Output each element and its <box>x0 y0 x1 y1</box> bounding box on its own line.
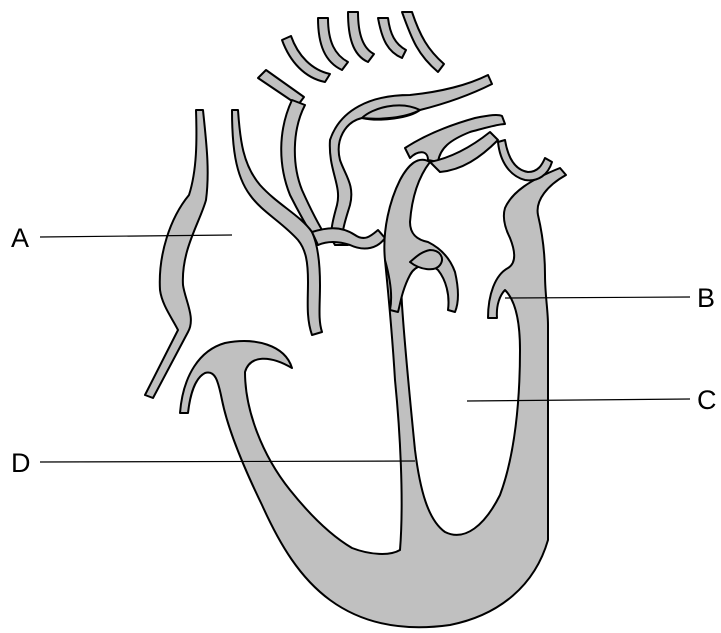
artery-branch-6 <box>402 12 444 72</box>
artery-branch-5 <box>378 18 406 58</box>
artery-branch-4 <box>348 12 374 62</box>
label-b: B <box>697 283 715 313</box>
label-d-leader <box>40 461 415 462</box>
pulmonary-vein-lower <box>498 140 552 180</box>
artery-branch-1 <box>258 70 304 105</box>
label-a: A <box>11 223 29 253</box>
artery-branch-3 <box>318 18 348 70</box>
pulmonary-valve-region <box>312 228 385 248</box>
vena-cava-wall <box>145 110 208 398</box>
label-d: D <box>11 448 31 478</box>
label-c: C <box>697 385 717 415</box>
left-atrium-wall <box>384 160 458 312</box>
label-a-leader <box>40 235 232 237</box>
label-c-leader <box>467 399 690 401</box>
